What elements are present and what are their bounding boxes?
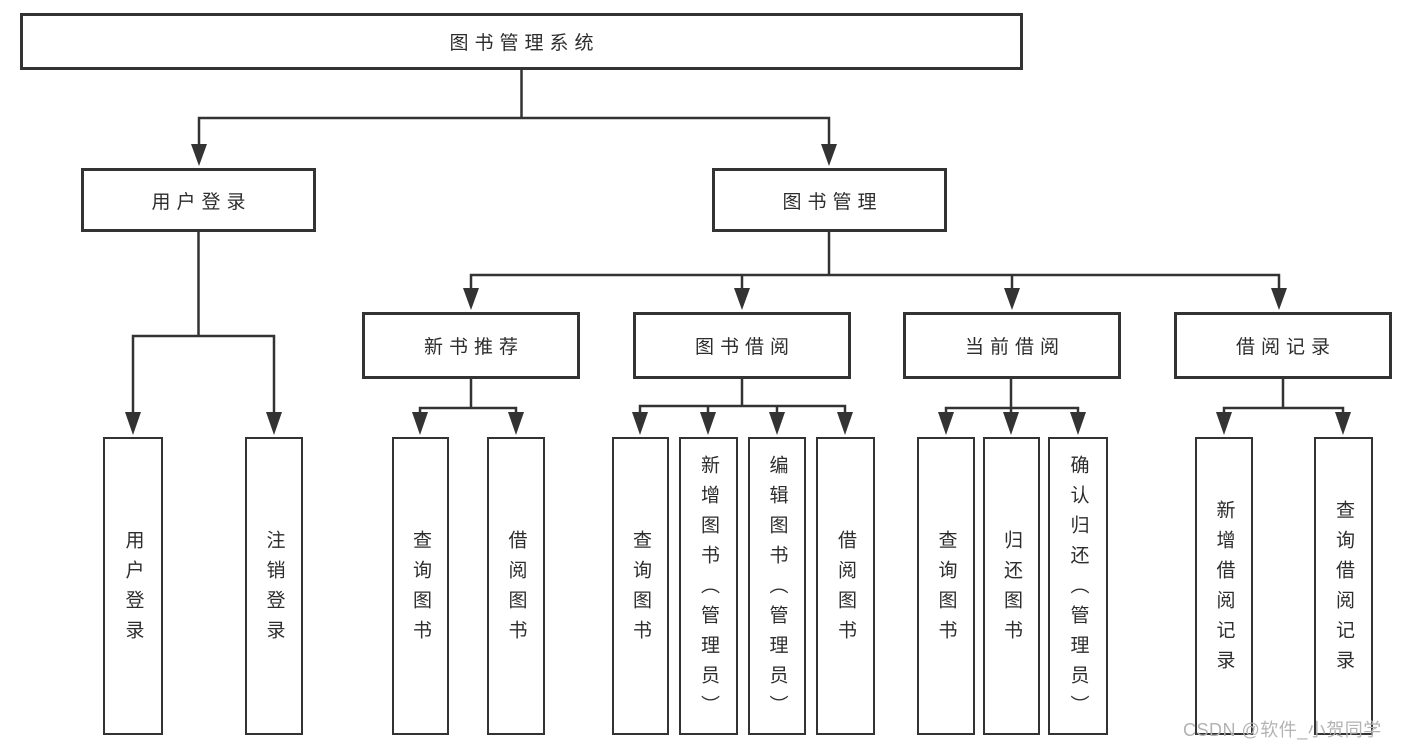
node-new-book-recommend: 新书推荐: [362, 312, 580, 379]
leaf-return-books: 归还图书: [983, 437, 1040, 735]
node-borrowing-records: 借阅记录: [1174, 312, 1392, 379]
node-library-system: 图书管理系统: [20, 13, 1023, 70]
leaf-logout: 注销登录: [245, 437, 303, 735]
leaf-query-books-current: 查询图书: [917, 437, 975, 735]
node-book-borrowing: 图书借阅: [633, 312, 851, 379]
node-current-borrowing: 当前借阅: [903, 312, 1121, 379]
leaf-edit-book-admin: 编辑图书（管理员）: [748, 437, 806, 735]
node-book-management: 图书管理: [712, 168, 947, 232]
leaf-add-borrow-record: 新增借阅记录: [1195, 437, 1253, 735]
leaf-confirm-return-admin: 确认归还（管理员）: [1048, 437, 1108, 735]
csdn-watermark: CSDN @软件_小贺同学: [1183, 720, 1382, 740]
leaf-query-books-recommend: 查询图书: [392, 437, 449, 735]
leaf-borrow-books-recommend: 借阅图书: [487, 437, 545, 735]
leaf-query-books-borrowing: 查询图书: [612, 437, 669, 735]
node-user-login: 用户登录: [81, 168, 316, 232]
leaf-borrow-books-borrowing: 借阅图书: [816, 437, 875, 735]
leaf-add-book-admin: 新增图书（管理员）: [679, 437, 738, 735]
leaf-query-borrow-record: 查询借阅记录: [1314, 437, 1373, 735]
leaf-user-login: 用户登录: [103, 437, 163, 735]
